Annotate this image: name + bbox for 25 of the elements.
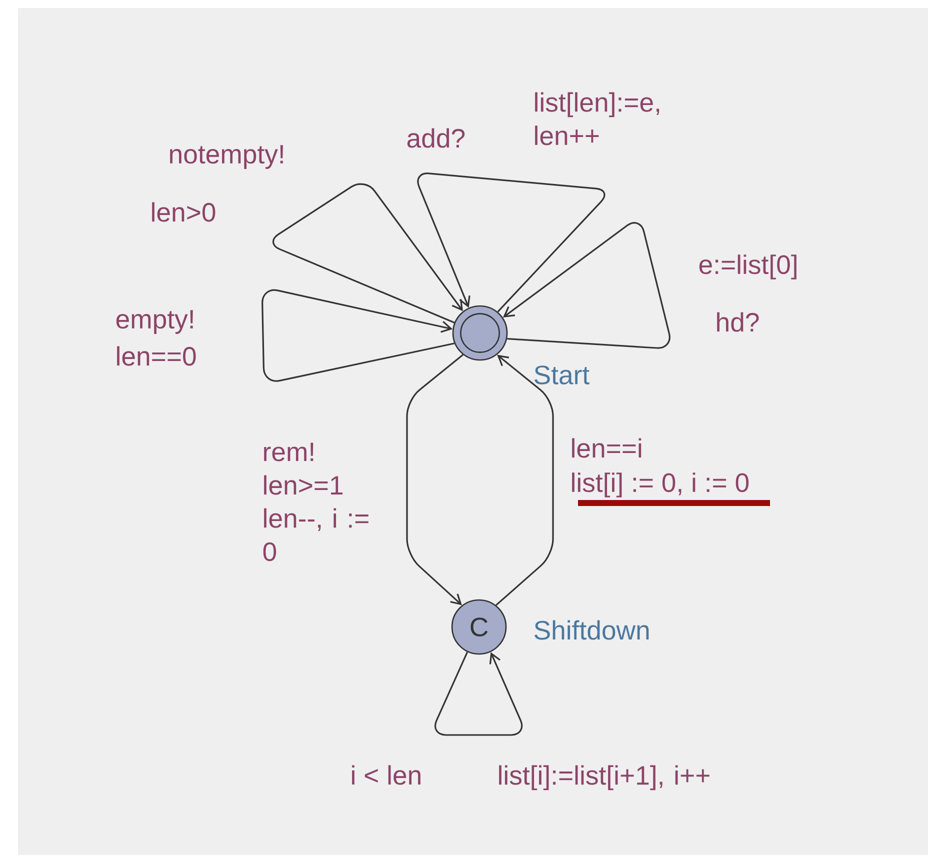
arrow	[406, 354, 464, 606]
transition-label: len==0	[117, 346, 196, 366]
transition-label: list[i]:=list[i+1], i++	[499, 765, 710, 790]
transition-label: len>0	[152, 202, 216, 222]
transition-label: len>=1	[264, 475, 343, 495]
arrow	[502, 222, 670, 349]
transition-label: e:=list[0]	[699, 254, 796, 280]
transition-label: add?	[407, 128, 465, 148]
transition-label: rem!	[264, 442, 314, 462]
arrow	[272, 183, 463, 324]
transition-label: list[len]:=e, len++	[535, 92, 660, 146]
arrow	[434, 652, 523, 736]
arrow	[496, 354, 554, 606]
transition-label: len==i	[572, 438, 642, 458]
location-name: Shiftdown	[534, 620, 649, 640]
arrow	[417, 172, 606, 312]
location-circle	[452, 305, 508, 361]
location-name: Start	[534, 366, 590, 384]
transition-label: i < len	[352, 765, 420, 785]
transition-label: empty!	[116, 310, 193, 334]
transition-label: list[i] := 0, i := 0	[572, 472, 749, 498]
arrow	[262, 289, 455, 382]
transition-label: len--, i := 0	[263, 508, 368, 562]
transition-label: notempty!	[170, 145, 283, 169]
transition-label: hd?	[717, 312, 759, 332]
